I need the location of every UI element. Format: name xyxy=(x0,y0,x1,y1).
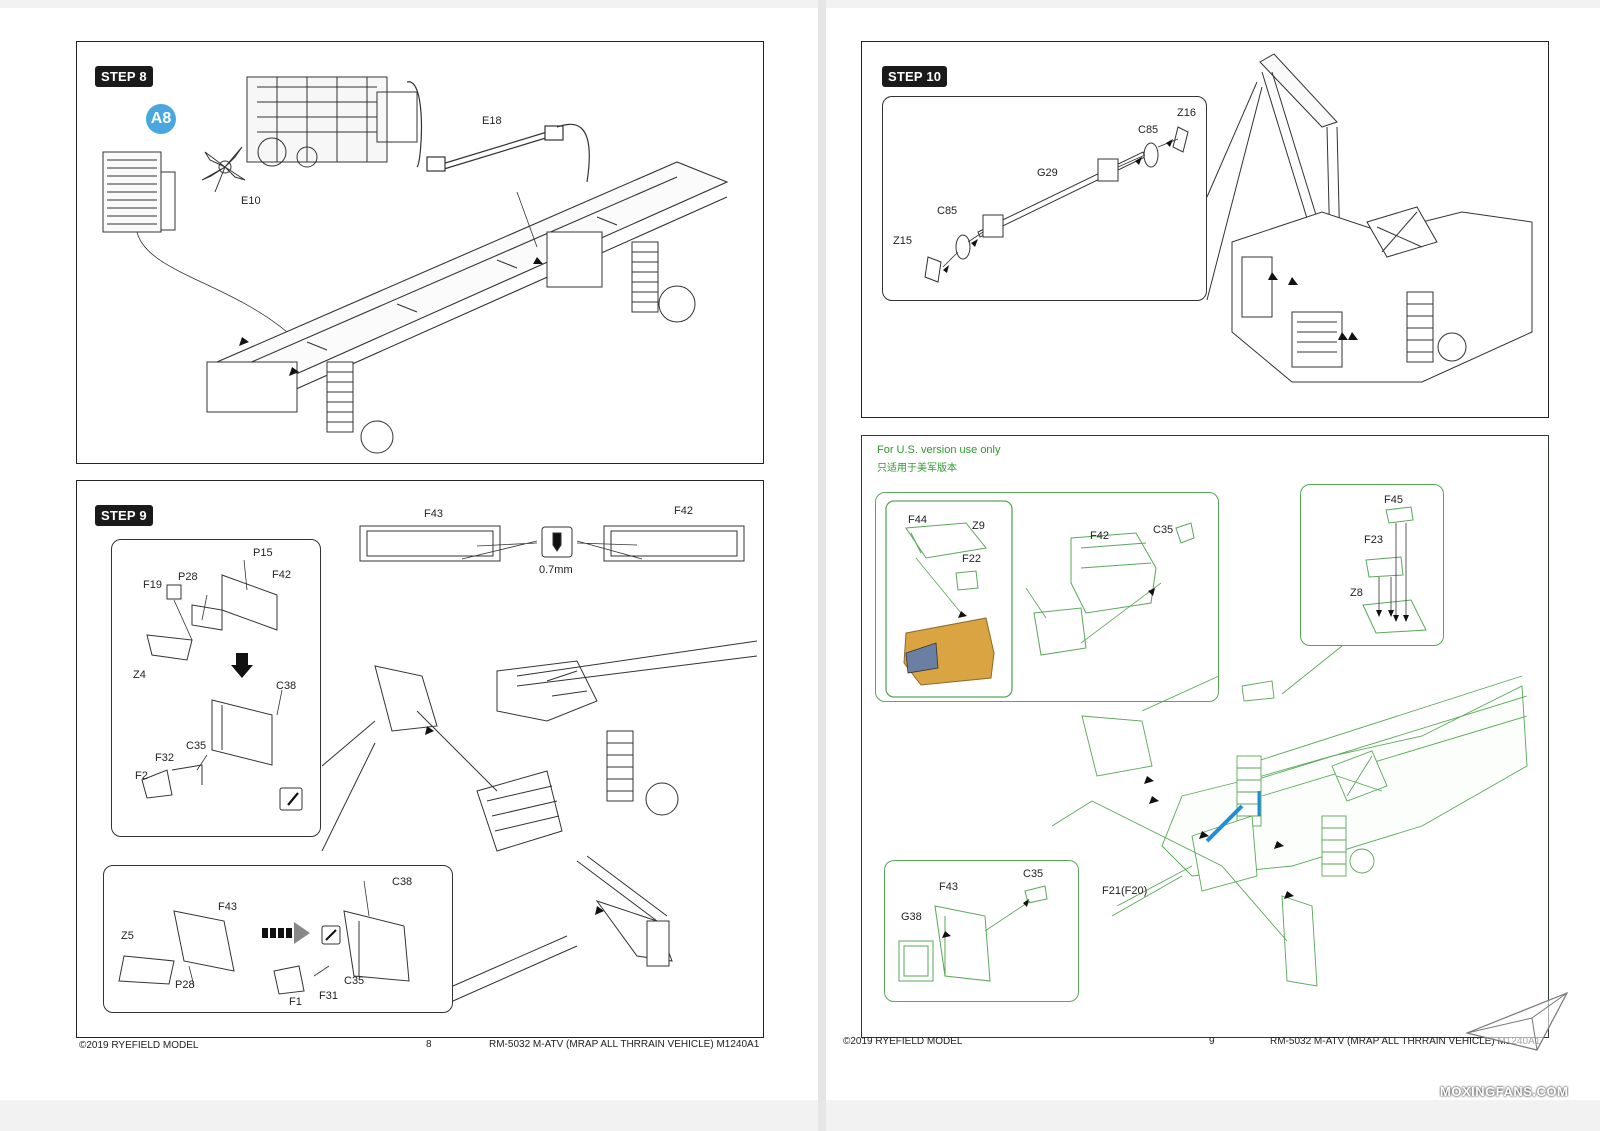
step9-main-illustration xyxy=(321,640,758,1002)
fan-part xyxy=(201,146,246,193)
label-c35-us-c: C35 xyxy=(1023,868,1044,880)
label-p28-a: P28 xyxy=(178,571,198,583)
step10-main-illustration xyxy=(1206,53,1533,383)
step8-tag: STEP 8 xyxy=(95,66,153,87)
label-f2: F2 xyxy=(135,770,148,782)
right-footer-title: RM-5032 M-ATV (MRAP ALL THRRAIN VEHICLE)… xyxy=(1270,1036,1541,1047)
us-callout-b xyxy=(1300,484,1444,646)
left-footer-title: RM-5032 M-ATV (MRAP ALL THRRAIN VEHICLE)… xyxy=(489,1039,760,1050)
us-version-panel: For U.S. version use only 只适用于美军版本 xyxy=(861,435,1549,1038)
step10-tag: STEP 10 xyxy=(882,66,948,87)
label-z8: Z8 xyxy=(1350,587,1363,599)
label-c35-us-a: C35 xyxy=(1153,524,1174,536)
label-f45: F45 xyxy=(1384,494,1403,506)
radiator-part xyxy=(102,151,176,233)
step10-callout xyxy=(882,96,1207,301)
front-suspension xyxy=(206,361,394,454)
label-c38-a: C38 xyxy=(276,680,297,692)
left-page: STEP 8 A8 xyxy=(0,8,818,1100)
label-e18: E18 xyxy=(482,115,502,127)
label-c35-b: C35 xyxy=(344,975,365,987)
step9-panel: STEP 9 F43 F42 0.7mm xyxy=(76,480,764,1038)
label-c35-a: C35 xyxy=(186,740,207,752)
step9-tag: STEP 9 xyxy=(95,505,153,526)
rear-suspension xyxy=(546,231,696,323)
label-f21-f20: F21(F20) xyxy=(1102,885,1148,897)
step8-illustration xyxy=(102,76,729,454)
label-c85-top: C85 xyxy=(1138,124,1159,136)
label-f19: F19 xyxy=(143,579,162,591)
label-f43-us: F43 xyxy=(939,881,958,893)
label-z5: Z5 xyxy=(121,930,134,942)
engine-part xyxy=(246,76,418,168)
label-f44: F44 xyxy=(908,514,927,526)
right-page: STEP 10 xyxy=(826,8,1600,1100)
label-z9: Z9 xyxy=(972,520,985,532)
step8-panel: STEP 8 A8 xyxy=(76,41,764,464)
us-version-note-en: For U.S. version use only xyxy=(877,444,1001,456)
label-f42-us: F42 xyxy=(1090,530,1109,542)
us-callout-c xyxy=(884,860,1079,1002)
label-p15: P15 xyxy=(253,547,273,559)
label-p28-b: P28 xyxy=(175,979,195,991)
label-z16: Z16 xyxy=(1177,107,1196,119)
a8-badge: A8 xyxy=(146,104,176,134)
label-f23: F23 xyxy=(1364,534,1383,546)
label-f43-b: F43 xyxy=(218,901,237,913)
paper-plane-logo xyxy=(1465,991,1569,1051)
label-f31: F31 xyxy=(319,990,338,1002)
left-footer-page-number: 8 xyxy=(426,1039,432,1050)
label-c85-left: C85 xyxy=(937,205,958,217)
step9-callout-a xyxy=(111,539,321,837)
label-z15: Z15 xyxy=(893,235,912,247)
label-f22: F22 xyxy=(962,553,981,565)
driveshaft-part xyxy=(406,81,590,183)
label-f42-top: F42 xyxy=(674,505,693,517)
us-main-illustration xyxy=(1051,645,1528,987)
label-drill-size: 0.7mm xyxy=(539,564,573,576)
label-e10: E10 xyxy=(241,195,261,207)
right-footer-copyright: ©2019 RYEFIELD MODEL xyxy=(843,1036,963,1047)
us-callout-a xyxy=(875,492,1219,702)
step9-top-parts xyxy=(359,525,745,562)
left-footer-copyright: ©2019 RYEFIELD MODEL xyxy=(79,1040,199,1051)
label-c38-b: C38 xyxy=(392,876,413,888)
label-f1: F1 xyxy=(289,996,302,1008)
label-f43-top: F43 xyxy=(424,508,443,520)
step9-callout-b xyxy=(103,865,453,1013)
right-footer-page-number: 9 xyxy=(1209,1036,1215,1047)
us-version-note-cn: 只适用于美军版本 xyxy=(877,463,957,474)
label-g29: G29 xyxy=(1037,167,1058,179)
label-f42-a: F42 xyxy=(272,569,291,581)
label-g38: G38 xyxy=(901,911,922,923)
step10-panel: STEP 10 xyxy=(861,41,1549,418)
label-f32: F32 xyxy=(155,752,174,764)
page-gutter xyxy=(818,0,826,1131)
watermark-text: MOXINGFANS.COM xyxy=(1440,1084,1569,1099)
label-z4: Z4 xyxy=(133,669,146,681)
